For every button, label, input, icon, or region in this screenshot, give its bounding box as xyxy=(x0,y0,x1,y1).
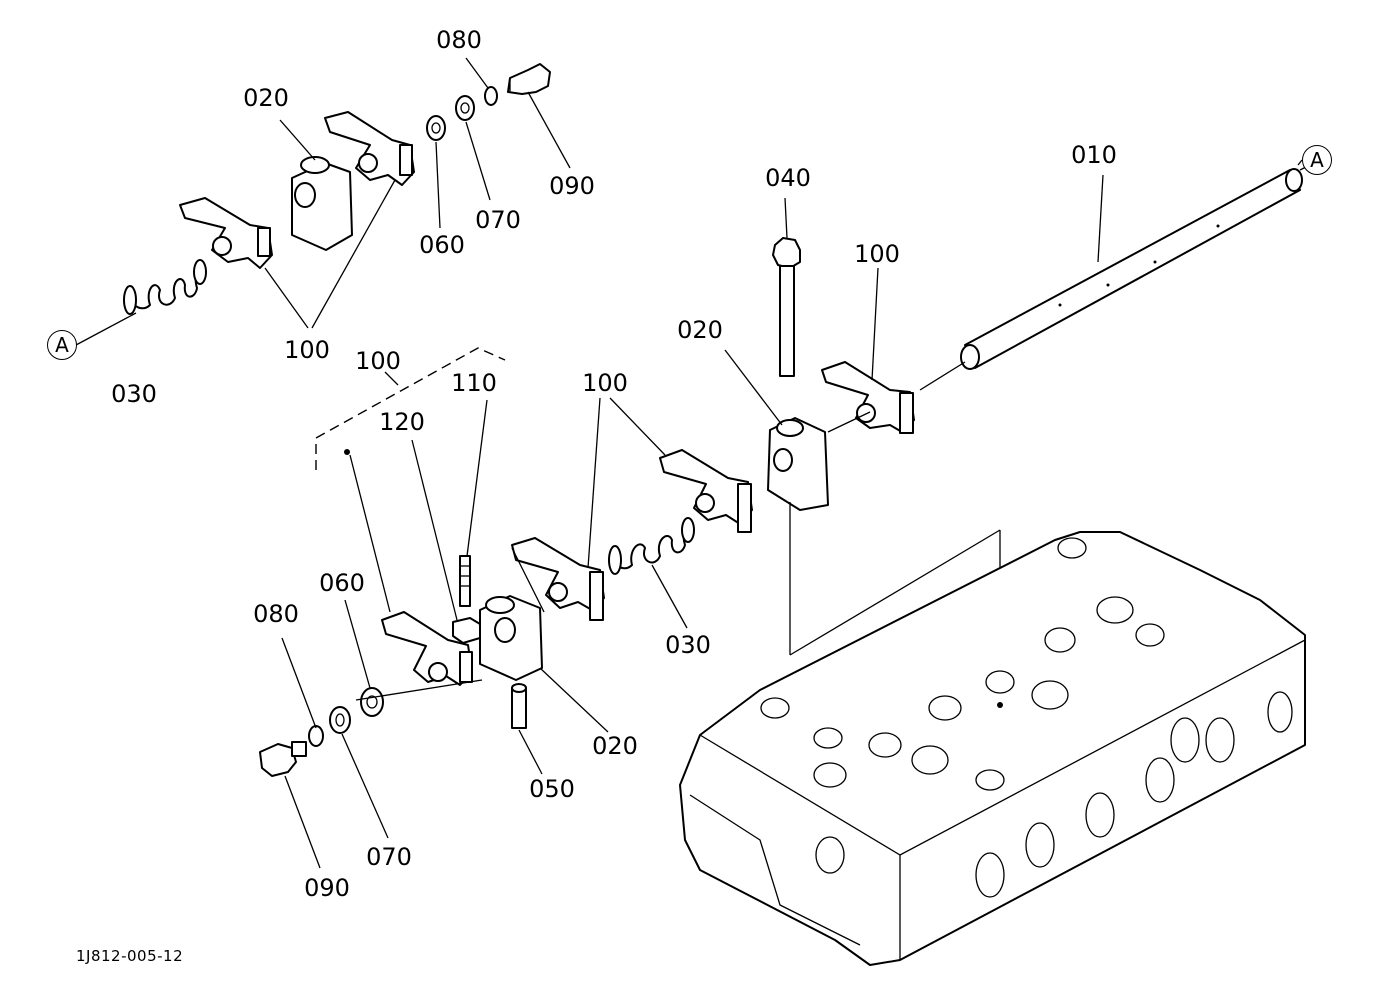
upper-rocker-assembly xyxy=(75,57,1303,346)
callout-100-right: 100 xyxy=(854,240,900,268)
callout-010: 010 xyxy=(1071,141,1117,169)
callout-110: 110 xyxy=(451,369,497,397)
callout-080-bot: 080 xyxy=(253,600,299,628)
callout-070-bot: 070 xyxy=(366,843,412,871)
callout-030-left: 030 xyxy=(111,380,157,408)
callout-020-mid: 020 xyxy=(677,316,723,344)
callout-040: 040 xyxy=(765,164,811,192)
callout-060-bot: 060 xyxy=(319,569,365,597)
drawing-code: 1J812-005-12 xyxy=(76,947,184,965)
lower-rocker-assembly xyxy=(259,197,1001,869)
reference-marker-text: A xyxy=(1310,148,1324,172)
callout-090-top: 090 xyxy=(549,172,595,200)
callout-050: 050 xyxy=(529,775,575,803)
callout-100-left: 100 xyxy=(284,336,330,364)
callout-120: 120 xyxy=(379,408,425,436)
callout-020-top: 020 xyxy=(243,84,289,112)
reference-marker-text: A xyxy=(55,333,69,357)
rocker-shaft xyxy=(960,164,1311,370)
callout-060-top: 060 xyxy=(419,231,465,259)
callout-090-bot: 090 xyxy=(304,874,350,902)
callout-070-top: 070 xyxy=(475,206,521,234)
callout-100-mid: 100 xyxy=(582,369,628,397)
callout-080-top: 080 xyxy=(436,26,482,54)
reference-marker-right: A xyxy=(1302,145,1332,175)
group-bracket xyxy=(315,347,506,470)
callout-030-mid: 030 xyxy=(665,631,711,659)
cylinder-head xyxy=(679,531,1306,966)
reference-marker-left: A xyxy=(47,330,77,360)
callout-020-bot: 020 xyxy=(592,732,638,760)
callout-100-group: 100 xyxy=(355,347,401,375)
